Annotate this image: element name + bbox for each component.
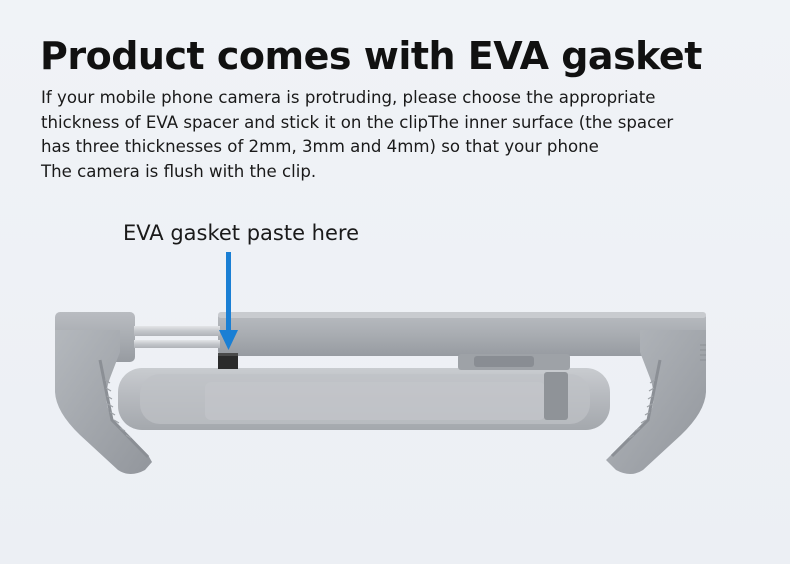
clip-top-bar — [55, 312, 706, 362]
description-line: If your mobile phone camera is protrudin… — [41, 88, 656, 107]
page-title: Product comes with EVA gasket — [40, 34, 702, 78]
description-line: thickness of EVA spacer and stick it on … — [41, 112, 674, 132]
pointer-arrow-icon — [219, 252, 238, 350]
arrow-head — [219, 330, 238, 350]
description-line: has three thicknesses of 2mm, 3mm and 4m… — [41, 137, 599, 156]
callout-label: EVA gasket paste here — [123, 221, 360, 245]
description: If your mobile phone camera is protrudin… — [41, 86, 761, 184]
eva-gasket — [218, 353, 238, 369]
right-clip-jaw — [606, 330, 706, 474]
arrow-shaft — [226, 252, 231, 334]
left-clip-jaw — [55, 330, 152, 474]
phone-body — [118, 354, 610, 430]
description-line: The camera is flush with the clip. — [41, 161, 317, 181]
